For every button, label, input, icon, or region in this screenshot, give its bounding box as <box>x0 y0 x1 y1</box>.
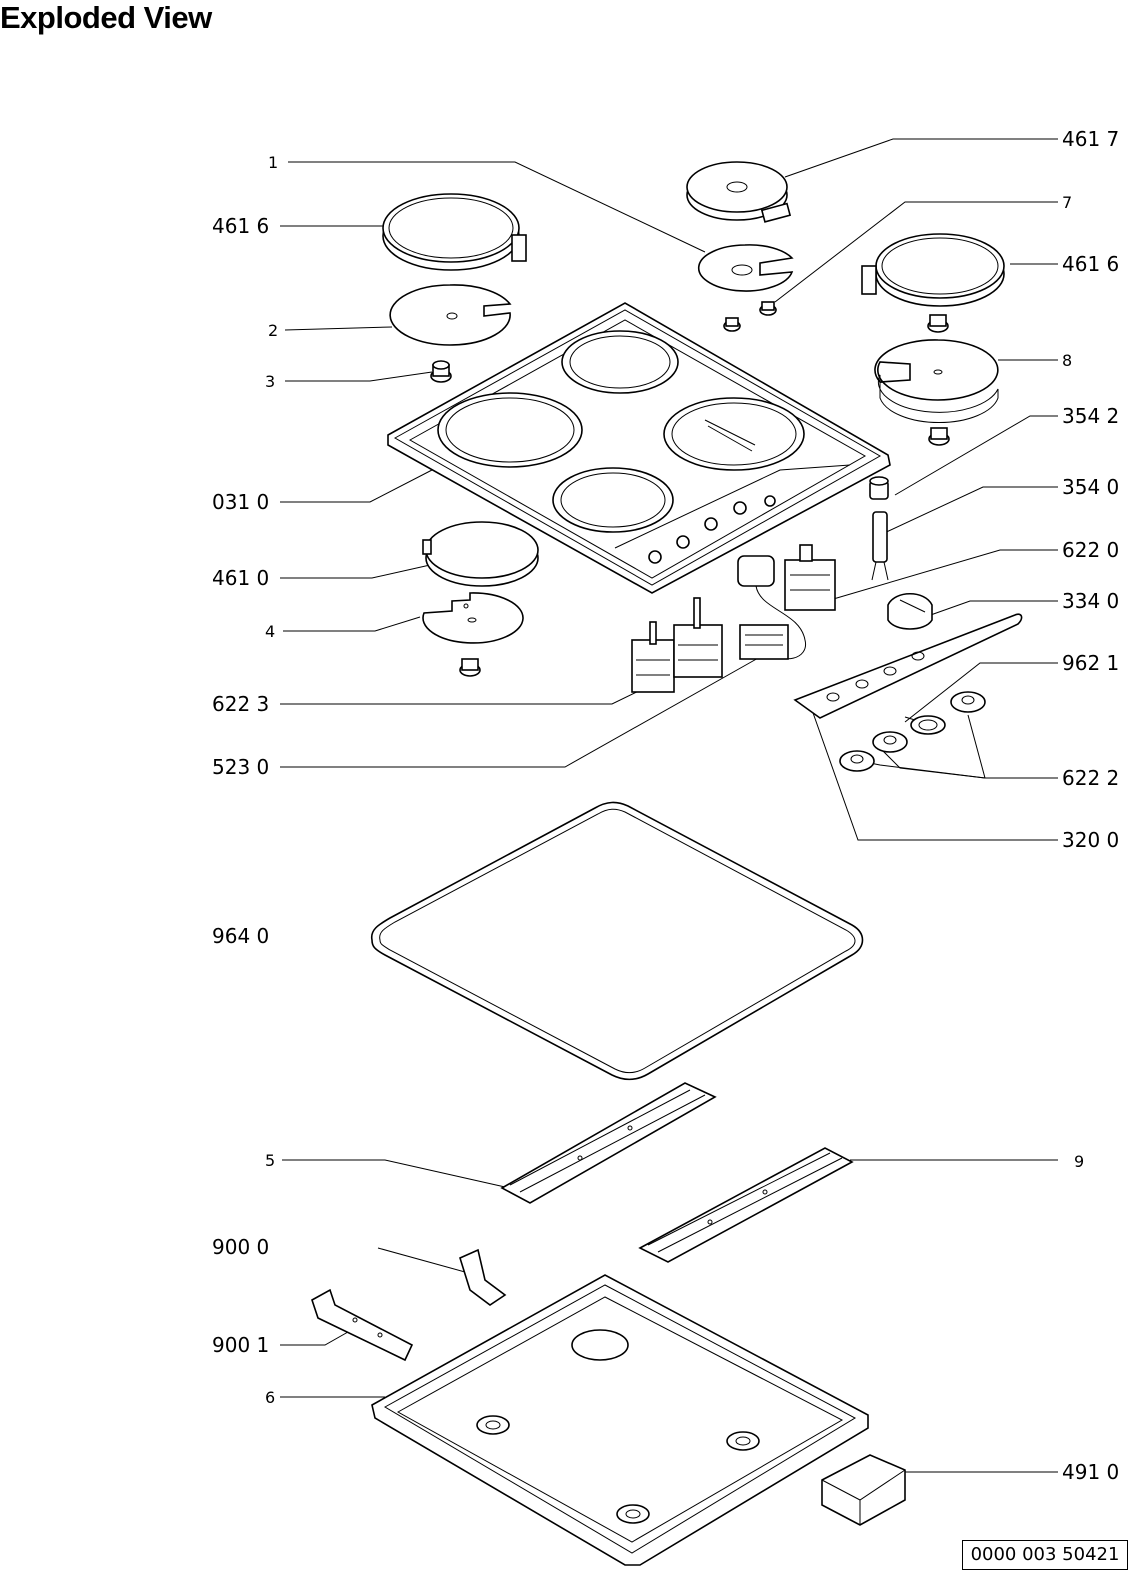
label-8: 8 <box>1062 351 1072 370</box>
label-523-0: 523 0 <box>212 755 269 779</box>
label-354-0: 354 0 <box>1062 475 1119 499</box>
plate-2 <box>389 284 512 346</box>
bezels-622-2 <box>839 691 986 772</box>
hotplate-461-0 <box>422 521 539 587</box>
terminal-block-491-0 <box>821 1454 906 1526</box>
label-622-0: 622 0 <box>1062 538 1119 562</box>
cooktop-031-0 <box>387 302 891 594</box>
switch-622-3 <box>631 597 723 693</box>
label-900-1: 900 1 <box>212 1333 269 1357</box>
label-461-6-right: 461 6 <box>1062 252 1119 276</box>
bracket-900-1 <box>311 1288 414 1362</box>
plate-8 <box>874 339 999 424</box>
knob-334-0 <box>887 592 933 630</box>
rail-9 <box>638 1147 854 1263</box>
label-2: 2 <box>268 321 278 340</box>
sensor-354-0 <box>871 511 889 581</box>
label-320-0: 320 0 <box>1062 828 1119 852</box>
base-tray-6 <box>371 1274 869 1566</box>
label-962-1: 962 1 <box>1062 651 1119 675</box>
plate-1 <box>697 244 794 292</box>
nut-3 <box>430 360 452 383</box>
hotplate-461-7 <box>686 161 792 223</box>
label-461-0: 461 0 <box>212 566 269 590</box>
plate-4 <box>422 592 524 644</box>
leader-lines <box>280 138 1058 1473</box>
hotplate-461-6-right <box>861 233 1005 307</box>
nut-right-upper <box>927 314 949 333</box>
nut-right-lower <box>928 427 950 446</box>
nut-4 <box>459 658 481 677</box>
rail-5 <box>500 1082 717 1204</box>
gasket-964-0 <box>370 801 864 1081</box>
label-4: 4 <box>265 622 275 641</box>
control-panel-320-0 <box>793 613 1023 719</box>
hotplate-461-6-left <box>382 193 527 271</box>
label-622-3: 622 3 <box>212 692 269 716</box>
indicator-lamp-354-2 <box>869 476 889 500</box>
label-461-7: 461 7 <box>1062 127 1119 151</box>
label-964-0: 964 0 <box>212 924 269 948</box>
label-3: 3 <box>265 372 275 391</box>
label-7: 7 <box>1062 193 1072 212</box>
switch-622-0 <box>784 544 836 611</box>
label-334-0: 334 0 <box>1062 589 1119 613</box>
label-461-6-left: 461 6 <box>212 214 269 238</box>
label-491-0: 491 0 <box>1062 1460 1119 1484</box>
document-number: 0000 003 50421 <box>962 1540 1128 1570</box>
label-622-2: 622 2 <box>1062 766 1119 790</box>
bezel-962-1 <box>904 715 946 735</box>
energy-regulator-523-0 <box>737 555 806 660</box>
bracket-900-0 <box>459 1248 507 1306</box>
label-900-0: 900 0 <box>212 1235 269 1259</box>
page-title: Exploded View <box>0 0 212 35</box>
label-9: 9 <box>1074 1152 1084 1171</box>
label-1: 1 <box>268 153 278 172</box>
label-354-2: 354 2 <box>1062 404 1119 428</box>
part-labels: 1 461 7 7 461 6 461 6 2 8 3 354 2 031 0 … <box>212 127 1119 1484</box>
label-5: 5 <box>265 1151 275 1170</box>
label-6: 6 <box>265 1388 275 1407</box>
label-031-0: 031 0 <box>212 490 269 514</box>
nut-7 <box>723 301 777 332</box>
